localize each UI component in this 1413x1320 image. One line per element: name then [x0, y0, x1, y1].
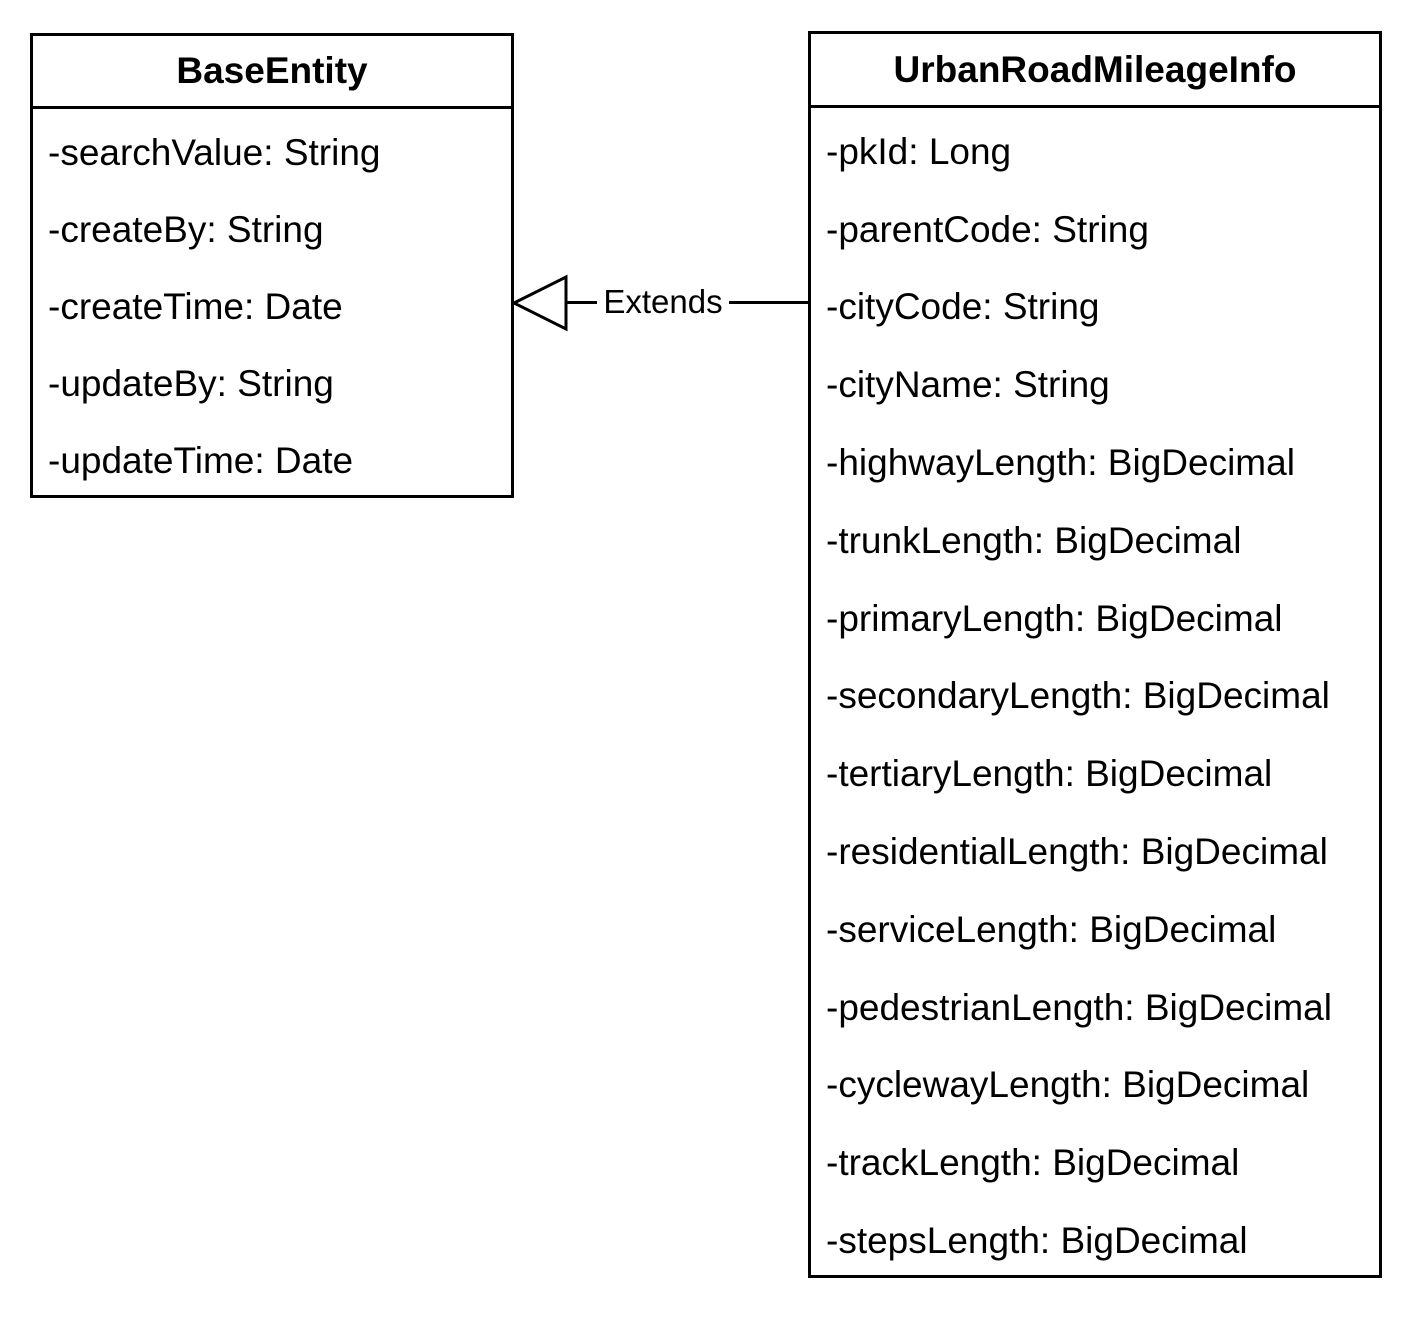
attribute-row: -secondaryLength: BigDecimal	[826, 675, 1330, 717]
class-title-urban-road-mileage-info: UrbanRoadMileageInfo	[811, 34, 1379, 108]
class-title-base-entity: BaseEntity	[33, 36, 511, 109]
attribute-list: -pkId: Long -parentCode: String -cityCod…	[811, 108, 1379, 1280]
attribute-row: -serviceLength: BigDecimal	[826, 908, 1277, 950]
attribute-row: -cityName: String	[826, 364, 1110, 406]
attribute-row: -tertiaryLength: BigDecimal	[826, 753, 1273, 795]
inheritance-triangle-icon	[511, 274, 568, 332]
attribute-row: -searchValue: String	[48, 131, 381, 173]
attribute-row: -primaryLength: BigDecimal	[826, 597, 1283, 639]
attribute-row: -pkId: Long	[826, 130, 1012, 172]
relationship-label: Extends	[597, 282, 729, 322]
attribute-row: -residentialLength: BigDecimal	[826, 831, 1328, 873]
attribute-row: -createBy: String	[48, 208, 324, 250]
attribute-row: -cyclewayLength: BigDecimal	[826, 1064, 1310, 1106]
attribute-row: -cityCode: String	[826, 286, 1100, 328]
attribute-row: -createTime: Date	[48, 285, 343, 327]
attribute-list: -searchValue: String -createBy: String -…	[33, 109, 511, 499]
attribute-row: -updateBy: String	[48, 362, 334, 404]
attribute-row: -trackLength: BigDecimal	[826, 1142, 1240, 1184]
attribute-row: -updateTime: Date	[48, 439, 354, 481]
attribute-row: -trunkLength: BigDecimal	[826, 519, 1242, 561]
attribute-row: -parentCode: String	[826, 208, 1149, 250]
attribute-row: -pedestrianLength: BigDecimal	[826, 986, 1332, 1028]
attribute-row: -highwayLength: BigDecimal	[826, 442, 1295, 484]
class-box-base-entity: BaseEntity -searchValue: String -createB…	[30, 33, 514, 498]
attribute-row: -stepsLength: BigDecimal	[826, 1220, 1248, 1262]
class-box-urban-road-mileage-info: UrbanRoadMileageInfo -pkId: Long -parent…	[808, 31, 1382, 1278]
